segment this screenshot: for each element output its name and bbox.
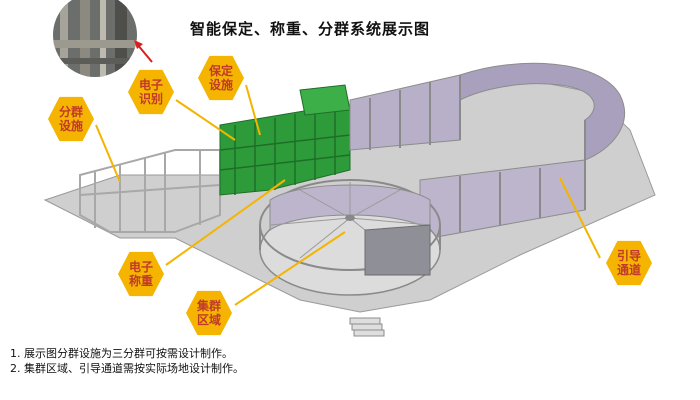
restraint-chute [219, 84, 351, 196]
red-arrow [134, 40, 153, 63]
leader-lines [95, 84, 601, 306]
gathering-area [259, 179, 441, 296]
label-restraint-facility-text: 保定设施 [208, 64, 233, 92]
label-gathering-area-text: 集群区域 [196, 299, 221, 327]
inset-photo [53, 0, 137, 77]
notes: 1. 展示图分群设施为三分群可按需设计制作。 2. 集群区域、引导通道需按实际场… [10, 346, 244, 376]
label-guide-channel-text: 引导通道 [616, 249, 641, 277]
label-electronic-id: 电子识别 [128, 69, 174, 115]
access-stairs [349, 317, 385, 337]
label-guide-channel: 引导通道 [606, 240, 652, 286]
label-electronic-id-text: 电子识别 [138, 78, 163, 106]
label-gathering-area: 集群区域 [186, 290, 232, 336]
label-restraint-facility: 保定设施 [198, 55, 244, 101]
note-item: 1. 展示图分群设施为三分群可按需设计制作。 [10, 347, 233, 360]
diagram-title: 智能保定、称重、分群系统展示图 [190, 20, 431, 38]
sorting-pens [79, 149, 221, 233]
note-item: 2. 集群区域、引导通道需按实际场地设计制作。 [10, 362, 244, 375]
label-electronic-weighing-text: 电子称重 [128, 260, 153, 288]
label-sorting-facility-text: 分群设施 [58, 105, 83, 133]
